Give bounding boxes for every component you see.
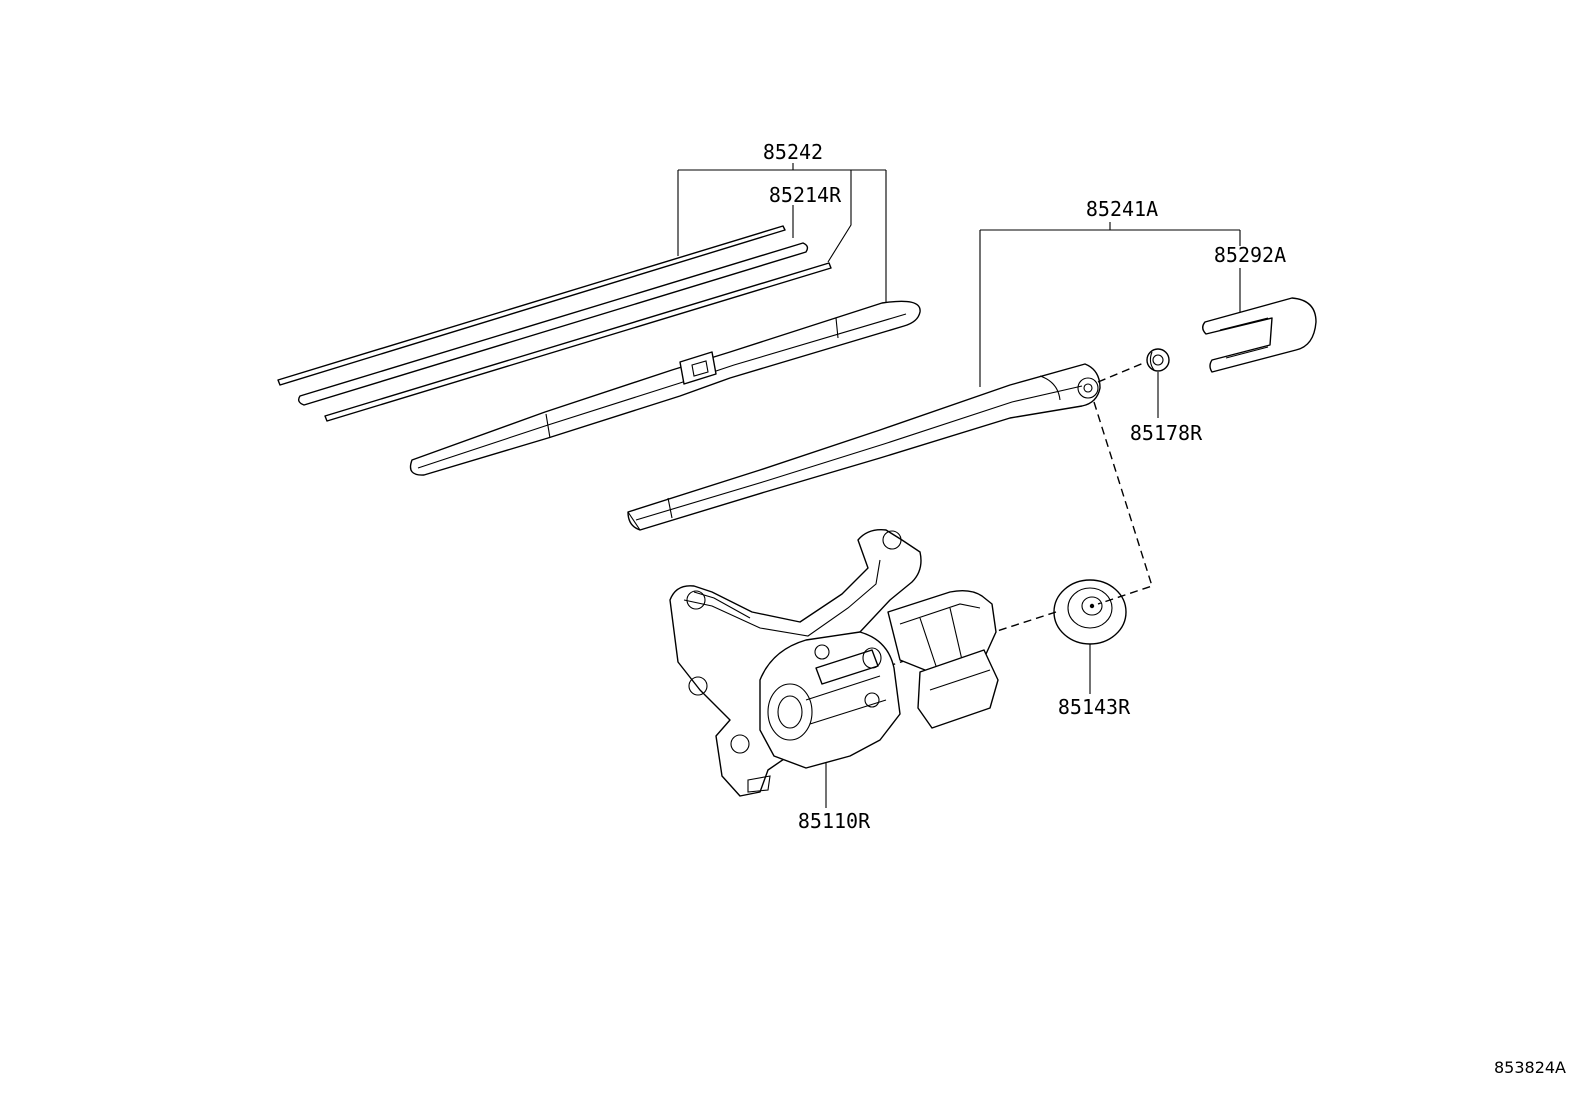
label-blade-rubber: 85214R <box>769 183 842 207</box>
arm-cover <box>1202 297 1317 373</box>
wiper-arm <box>627 363 1101 531</box>
part-labels: 85242 85214R 85241A 85292A 85178R 85143R… <box>763 140 1566 1077</box>
pivot-cap <box>1053 579 1127 645</box>
label-arm-assembly: 85241A <box>1086 197 1158 221</box>
leader-lines <box>677 163 1241 808</box>
diagram-code: 853824A <box>1494 1058 1566 1077</box>
label-motor: 85110R <box>798 809 871 833</box>
nut <box>1146 348 1170 372</box>
wiper-motor <box>669 529 999 797</box>
label-cap: 85143R <box>1058 695 1131 719</box>
label-blade-assembly: 85242 <box>763 140 823 164</box>
wiper-blade <box>409 300 921 476</box>
label-arm-cover: 85292A <box>1214 243 1286 267</box>
label-nut: 85178R <box>1130 421 1203 445</box>
blade-rubber-strips <box>277 225 832 422</box>
